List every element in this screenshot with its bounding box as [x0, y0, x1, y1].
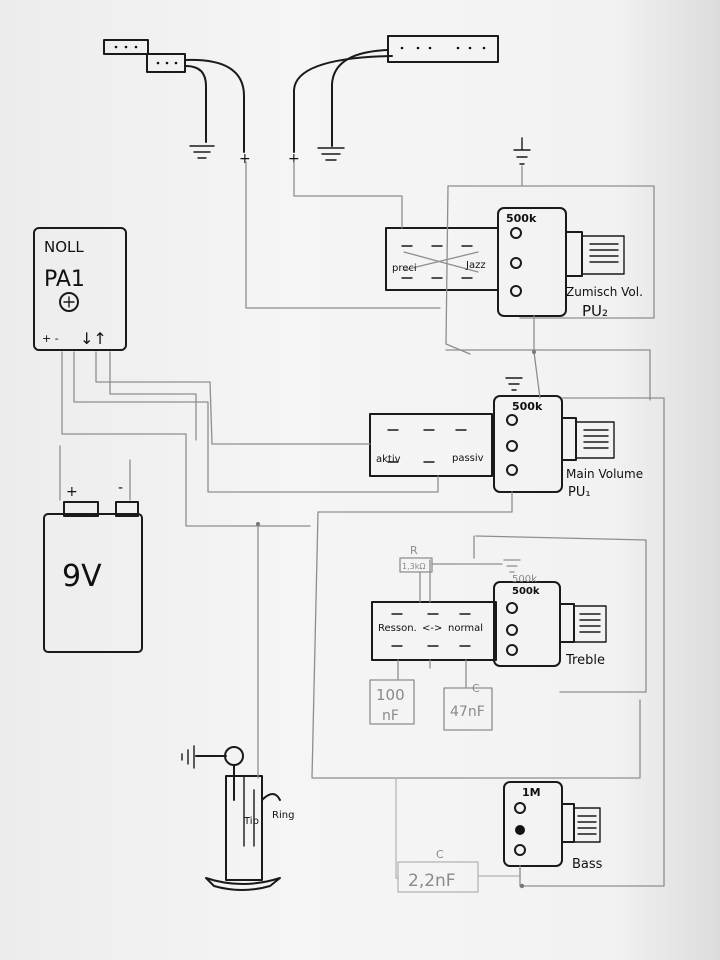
treble-switch: Resson. <-> normal	[371, 601, 497, 661]
cap-100-value: 100	[376, 686, 405, 704]
cap-22-value: 2,2nF	[408, 871, 456, 891]
resistor-value: 1,3kΩ	[402, 562, 425, 571]
jack-tip-label: Tip	[243, 816, 259, 827]
pu2-pot-name: Zumisch Vol.	[566, 285, 643, 299]
main-pot-value: 500k	[512, 400, 543, 413]
cap-47-value: 47nF	[450, 704, 485, 720]
bass-pot-name: Bass	[572, 857, 603, 872]
preamp-box: NOLL PA1 + - ↓↑	[33, 227, 127, 351]
pickup-1	[103, 39, 245, 159]
pu2-pot-sub: PU₂	[582, 302, 608, 320]
pu2-plus-label: +	[288, 151, 300, 167]
trimmer-icon	[59, 292, 79, 312]
pickup-2	[293, 35, 499, 161]
pu2-switch-left: preci	[392, 263, 417, 274]
resistor: R 1,3kΩ	[399, 544, 433, 573]
treble-pot: 500k 500k Treble	[493, 559, 607, 668]
battery-label: 9V	[62, 559, 102, 594]
preamp-power-terminals: + -	[42, 332, 59, 345]
treble-pot-value: 500k	[512, 586, 540, 597]
capacitor-47nf: C 47nF	[443, 682, 493, 731]
capacitor-100nf: 100 nF	[369, 679, 415, 725]
treble-switch-left: Resson.	[378, 623, 417, 634]
cap-47-symbol: C	[472, 682, 480, 695]
cap-22-symbol: C	[436, 848, 444, 861]
pu2-switch-right: Jazz	[465, 260, 486, 271]
resistor-symbol: R	[410, 544, 418, 557]
pu2-switch: preci Jazz	[385, 227, 499, 291]
main-switch-right: passiv	[452, 453, 484, 464]
cap-100-unit: nF	[382, 708, 399, 724]
preamp-model: PA1	[44, 267, 85, 292]
pencil-wiring	[59, 161, 665, 889]
main-pot: 500k Main Volume PU₁	[493, 377, 643, 500]
battery-minus: -	[118, 480, 123, 496]
main-switch-left: aktiv	[376, 454, 401, 465]
pu2-pot-value: 500k	[506, 212, 537, 225]
preamp-brand: NOLL	[44, 238, 84, 256]
main-switch: aktiv passiv	[369, 413, 493, 477]
capacitor-22nf: C 2,2nF	[397, 848, 479, 893]
preamp-io-terminals: ↓↑	[80, 329, 107, 348]
battery: 9V + -	[43, 480, 143, 653]
main-pot-name: Main Volume	[566, 467, 643, 481]
treble-switch-right: normal	[448, 623, 483, 634]
treble-switch-arrow: <->	[422, 623, 442, 634]
pu1-plus-label: +	[239, 151, 251, 167]
treble-pot-value-extra: 500k	[512, 574, 537, 585]
main-pot-sub: PU₁	[568, 485, 591, 500]
battery-plus: +	[66, 484, 78, 500]
output-jack: Tip Ring	[181, 745, 294, 891]
jack-ring-label: Ring	[272, 810, 294, 821]
pu2-pot: 500k Zumisch Vol. PU₂	[497, 137, 643, 320]
treble-pot-name: Treble	[565, 653, 605, 668]
bass-pot-value: 1M	[522, 786, 541, 799]
bass-pot: 1M Bass	[503, 781, 603, 872]
